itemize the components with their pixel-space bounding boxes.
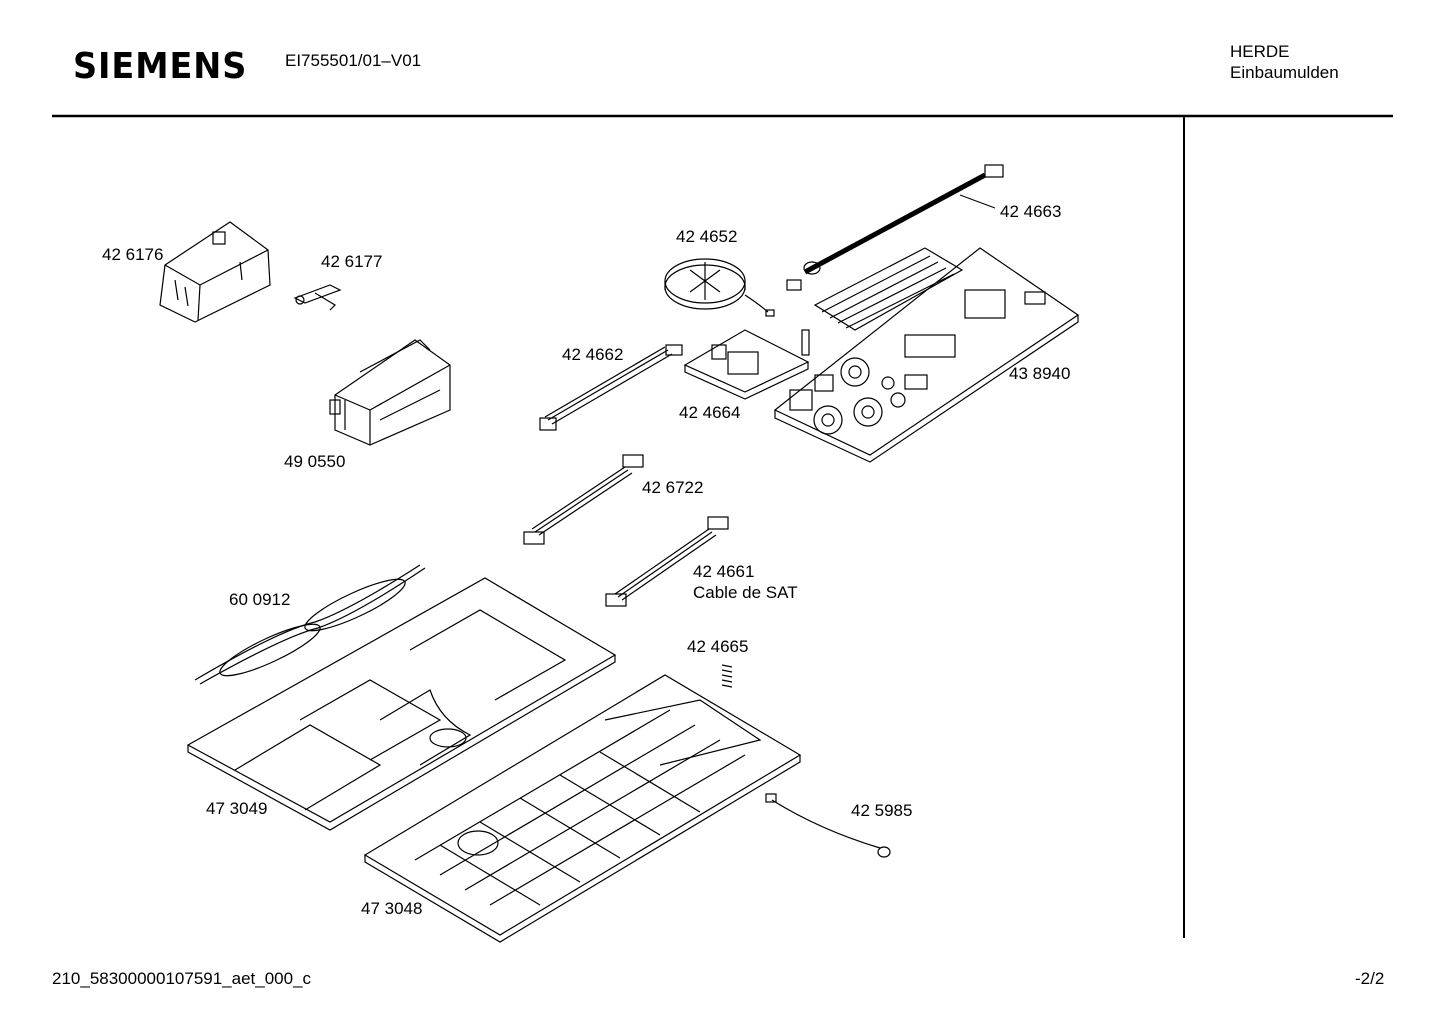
part-label-424664: 42 4664 <box>679 403 741 422</box>
part-label-600912: 60 0912 <box>229 590 291 609</box>
model-number: EI755501/01–V01 <box>285 51 422 70</box>
part-drawing-424664 <box>683 329 810 400</box>
part-drawing-424662 <box>539 344 683 431</box>
part-drawing-424663 <box>786 164 1004 291</box>
part-label-490550: 49 0550 <box>284 452 346 471</box>
part-label-424663: 42 4663 <box>1000 202 1062 221</box>
part-note-cable-de-sat: Cable de SAT <box>693 583 798 602</box>
part-label-425985: 42 5985 <box>851 801 913 820</box>
part-label-473048: 47 3048 <box>361 899 423 918</box>
part-label-424662: 42 4662 <box>562 345 624 364</box>
part-label-473049: 47 3049 <box>206 799 268 818</box>
part-drawing-424661 <box>605 516 729 607</box>
part-label-426722: 42 6722 <box>642 478 704 497</box>
part-label-424661: 42 4661 <box>693 562 755 581</box>
part-drawing-426177 <box>293 284 342 311</box>
part-drawing-424665 <box>721 664 733 688</box>
subcategory-label: Einbaumulden <box>1230 63 1339 82</box>
part-drawing-426176 <box>159 221 271 323</box>
part-drawing-424652 <box>664 258 775 317</box>
brand-logo: SIEMENS <box>73 46 248 87</box>
document-id: 210_58300000107591_aet_000_c <box>52 969 312 988</box>
part-label-424652: 42 4652 <box>676 227 738 246</box>
part-drawing-473048 <box>363 674 802 943</box>
part-label-426177: 42 6177 <box>321 252 383 271</box>
part-drawing-490550 <box>329 339 451 446</box>
part-drawing-426722 <box>523 454 644 545</box>
part-drawing-600912 <box>194 564 426 685</box>
part-label-424665: 42 4665 <box>687 637 749 656</box>
category-label: HERDE <box>1230 42 1290 61</box>
part-drawing-425985 <box>765 793 891 858</box>
part-label-438940: 43 8940 <box>1009 364 1071 383</box>
part-drawing-473049 <box>186 577 617 831</box>
page-number: -2/2 <box>1355 969 1385 988</box>
part-drawing-438940 <box>773 247 1080 463</box>
part-label-426176: 42 6176 <box>102 245 164 264</box>
